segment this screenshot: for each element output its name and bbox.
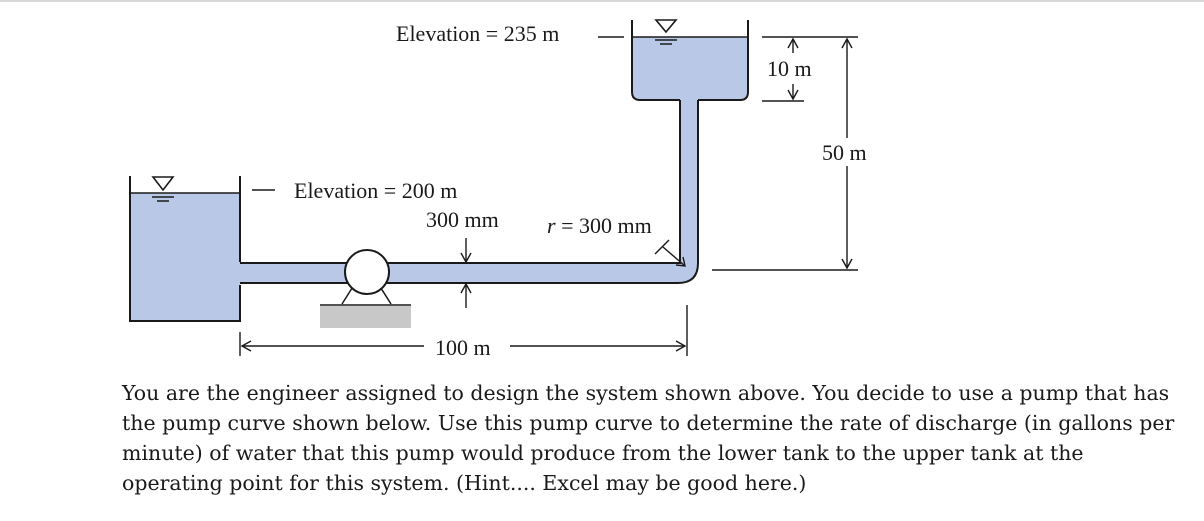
bend-radius-value: = 300 mm: [556, 213, 652, 238]
upper-depth-label: 10 m: [767, 56, 812, 81]
total-height-dimension: [712, 37, 858, 271]
pipe-length-label: 100 m: [435, 335, 491, 360]
water-surface-symbol-upper: [654, 19, 678, 45]
bend-radius-label: r = 300 mm: [547, 213, 652, 238]
lower-reservoir: [129, 176, 241, 322]
upper-reservoir: [631, 20, 749, 101]
pipe-length-dimension: [239, 305, 688, 356]
pipe-diameter-label: 300 mm: [426, 207, 499, 232]
pump-system-diagram: Elevation = 235 m Elevation = 200 m 300 …: [129, 19, 867, 360]
top-border: [0, 0, 1204, 2]
water-surface-symbol-lower: [151, 176, 175, 202]
total-height-label: 50 m: [822, 140, 867, 165]
bend-radius-arrow: [654, 239, 686, 267]
bend-radius-var: r: [547, 213, 556, 238]
upper-depth-dimension: [762, 36, 858, 102]
pipe-diameter-arrows: [460, 238, 472, 308]
lower-elevation-label: Elevation = 200 m: [294, 178, 457, 203]
pump: [320, 249, 411, 328]
upper-elevation-label: Elevation = 235 m: [396, 21, 559, 46]
problem-statement: You are the engineer assigned to design …: [122, 381, 1175, 495]
